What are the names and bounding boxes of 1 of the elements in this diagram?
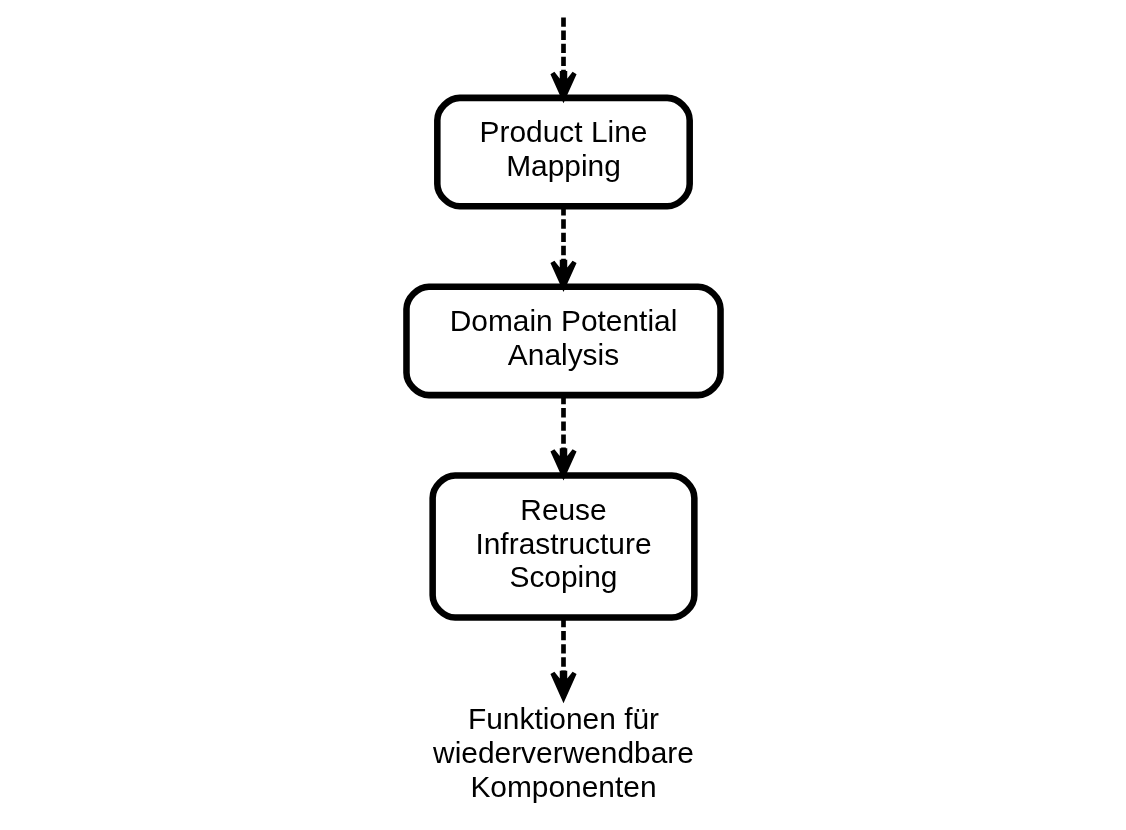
node-text: Funktionen für wiederverwendbare Komponenten [432, 702, 694, 803]
